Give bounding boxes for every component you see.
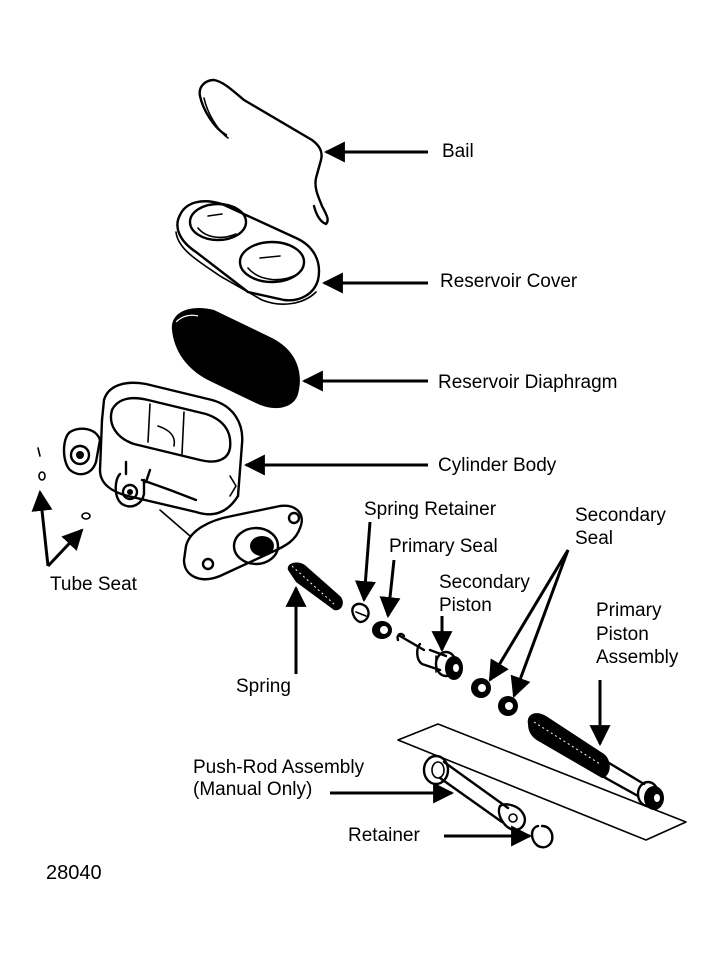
label-primary-seal: Primary Seal (389, 536, 498, 557)
label-secondary-piston-1: Secondary (439, 572, 530, 593)
leader-lines (31, 141, 611, 847)
label-primary-piston-1: Primary (596, 600, 662, 621)
label-spring: Spring (236, 676, 291, 697)
tube-seats (37, 447, 91, 520)
secondary-seal-parts (471, 678, 518, 716)
secondary-seal-leader-2 (510, 549, 570, 698)
label-cylinder-body: Cylinder Body (438, 455, 557, 476)
label-secondary-piston-2: Piston (439, 595, 492, 616)
spring (287, 562, 343, 611)
spring-retainer-part (351, 602, 370, 624)
figure-number: 28040 (46, 862, 102, 884)
labels: Bail Reservoir Cover Reservoir Diaphragm… (46, 141, 679, 884)
label-secondary-seal-1: Secondary (575, 505, 666, 526)
label-reservoir-diaphragm: Reservoir Diaphragm (438, 372, 618, 393)
reservoir-cover (175, 200, 321, 305)
secondary-piston-part (396, 632, 463, 680)
primary-seal-part (372, 621, 392, 639)
cylinder-body (62, 381, 303, 581)
retainer-part (530, 824, 554, 849)
label-push-rod-1: Push-Rod Assembly (193, 757, 365, 778)
label-tube-seat: Tube Seat (50, 574, 138, 595)
secondary-seal-leader-1 (488, 549, 570, 682)
spring-retainer-leader (354, 521, 376, 603)
tube-seat-leader-1 (31, 489, 53, 567)
primary-piston-assembly-part (527, 713, 664, 810)
reservoir-diaphragm (171, 308, 300, 409)
label-retainer: Retainer (348, 825, 420, 846)
label-primary-piston-3: Assembly (596, 647, 679, 668)
label-spring-retainer: Spring Retainer (364, 499, 497, 520)
label-secondary-seal-2: Seal (575, 528, 613, 549)
tube-seat-leader-2 (46, 528, 84, 568)
bail-wire (198, 78, 329, 226)
push-rod-tray (397, 723, 687, 841)
label-reservoir-cover: Reservoir Cover (440, 271, 578, 292)
label-push-rod-2: (Manual Only) (193, 779, 312, 800)
label-primary-piston-2: Piston (596, 624, 649, 645)
label-bail: Bail (442, 141, 474, 162)
primary-seal-leader (379, 559, 401, 619)
push-rod-assembly-part (422, 754, 526, 832)
